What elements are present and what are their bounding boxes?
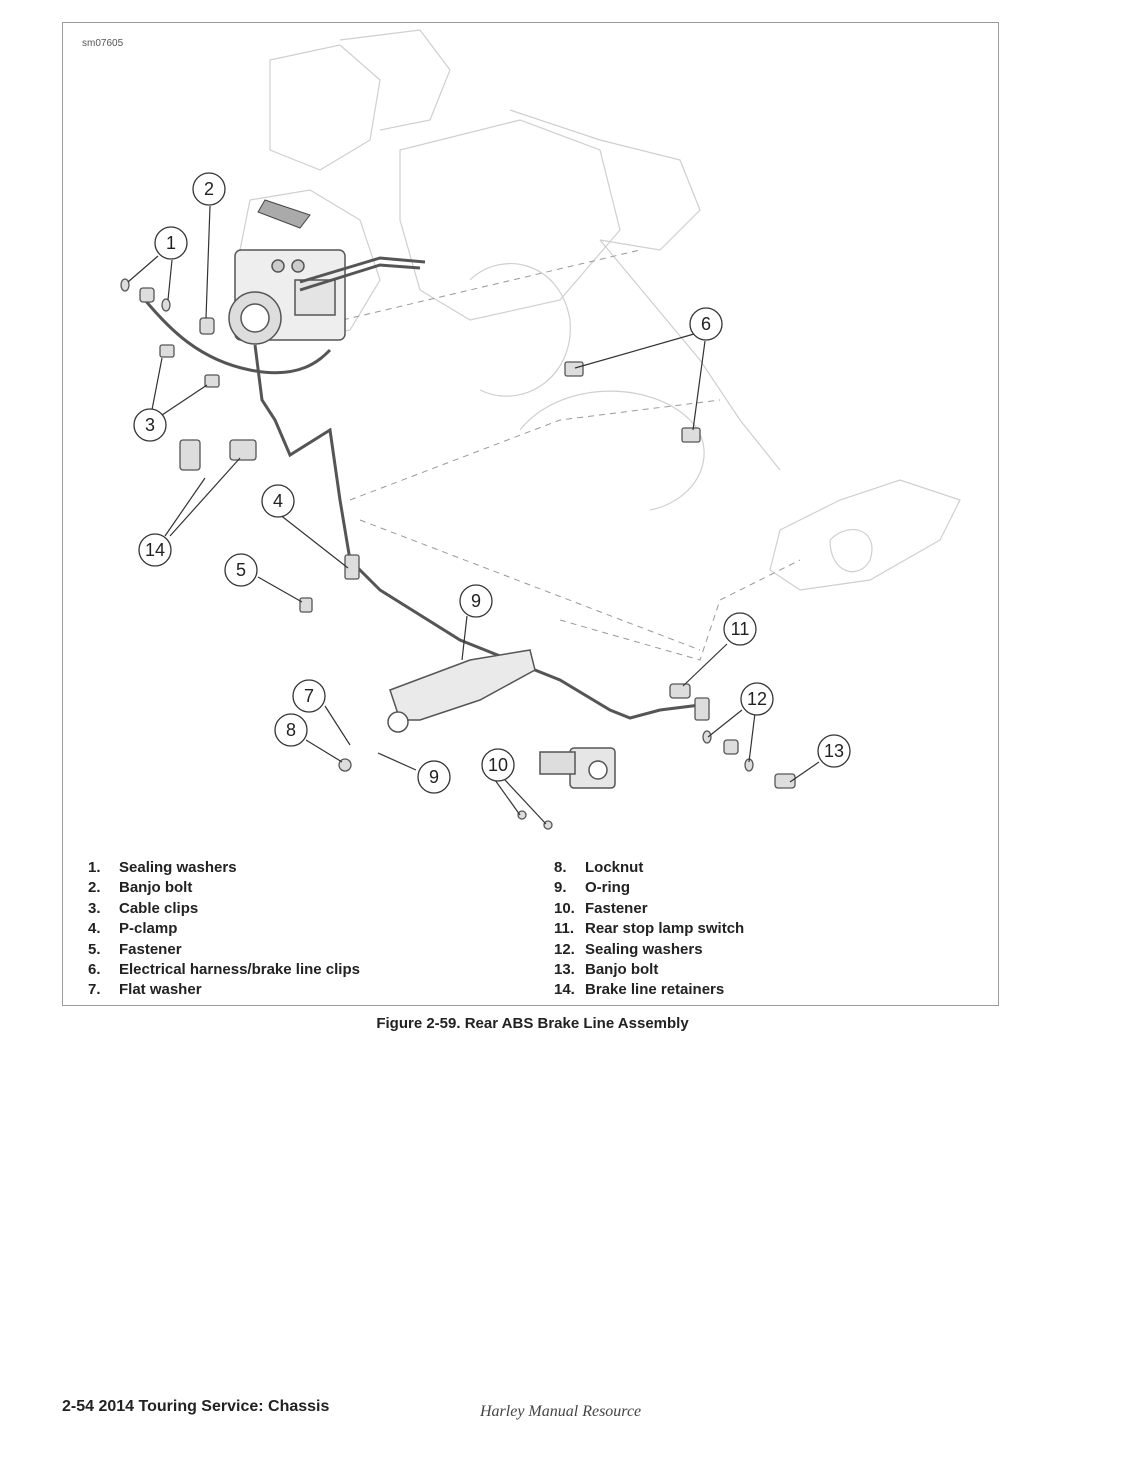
callout-10 xyxy=(481,748,515,782)
legend-item: 10.Fastener xyxy=(554,899,648,917)
frame-background xyxy=(239,29,961,591)
callout-9b xyxy=(417,760,451,794)
legend-left: 1.Sealing washers 2.Banjo bolt 3.Cable c… xyxy=(88,858,360,1001)
callout-6-label: 6 xyxy=(701,314,711,334)
figure-caption: Figure 2-59. Rear ABS Brake Line Assembl… xyxy=(376,1015,689,1032)
callout-13-label: 13 xyxy=(824,741,844,761)
legend-item: 3.Cable clips xyxy=(88,899,199,917)
legend-item: 9.O-ring xyxy=(554,879,630,897)
callout-2-label: 2 xyxy=(204,179,214,199)
harness-bracket xyxy=(257,199,311,229)
master-cylinder xyxy=(539,747,616,789)
legend-item: 14.Brake line retainers xyxy=(554,981,725,999)
callouts xyxy=(133,172,851,794)
callout-1 xyxy=(154,226,188,260)
brake-lines xyxy=(143,256,701,720)
legend-item: 5.Fastener xyxy=(88,940,182,958)
legend-item: 13.Banjo bolt xyxy=(554,961,659,979)
dashed-guides xyxy=(299,249,801,661)
callout-4 xyxy=(261,484,295,518)
callout-7-label: 7 xyxy=(304,686,314,706)
legend-item: 8.Locknut xyxy=(554,859,644,876)
callout-6 xyxy=(689,307,723,341)
callout-2 xyxy=(192,172,226,206)
callout-9a xyxy=(459,584,493,618)
callout-9a-label: 9 xyxy=(471,591,481,611)
legend-item: 2.Banjo bolt xyxy=(88,879,193,897)
figure-frame xyxy=(62,22,999,1006)
callout-5 xyxy=(224,553,258,587)
callout-numbers: 1 2 3 4 5 6 7 8 9 9 10 11 12 13 14 xyxy=(145,179,844,787)
callout-5-label: 5 xyxy=(236,560,246,580)
callout-3-label: 3 xyxy=(145,415,155,435)
callout-14 xyxy=(138,533,172,567)
callout-3 xyxy=(133,408,167,442)
legend-right: 8.Locknut 9.O-ring 10.Fastener 11.Rear s… xyxy=(554,858,744,1001)
callout-11-label: 11 xyxy=(731,619,750,639)
brake-pedal xyxy=(387,649,536,733)
callout-8 xyxy=(274,713,308,747)
callout-11 xyxy=(723,612,757,646)
legend-item: 4.P-clamp xyxy=(88,920,178,938)
legend-item: 7.Flat washer xyxy=(88,981,202,999)
callout-14-label: 14 xyxy=(145,540,165,560)
small-parts xyxy=(120,278,796,830)
callout-12-label: 12 xyxy=(747,689,767,709)
legend-item: 6.Electrical harness/brake line clips xyxy=(88,961,360,979)
figure-id: sm07605 xyxy=(82,38,124,49)
legend-item: 12.Sealing washers xyxy=(554,940,703,958)
legend-item: 11.Rear stop lamp switch xyxy=(554,920,745,938)
callout-13 xyxy=(817,734,851,768)
callout-8-label: 8 xyxy=(286,720,296,740)
legend-item: 1.Sealing washers xyxy=(88,859,237,876)
page-footer-source: Harley Manual Resource xyxy=(480,1403,642,1420)
callout-10-label: 10 xyxy=(488,755,508,775)
callout-7 xyxy=(292,679,326,713)
leader-lines xyxy=(127,205,820,825)
callout-1-label: 1 xyxy=(166,233,176,253)
callout-9b-label: 9 xyxy=(429,767,439,787)
abs-module xyxy=(228,249,346,345)
brake-line-illustration: 1 2 3 4 5 6 7 8 9 9 10 11 12 13 14 xyxy=(120,29,961,830)
callout-4-label: 4 xyxy=(273,491,283,511)
callout-12 xyxy=(740,682,774,716)
page-footer-section: 2-54 2014 Touring Service: Chassis xyxy=(62,1398,330,1415)
